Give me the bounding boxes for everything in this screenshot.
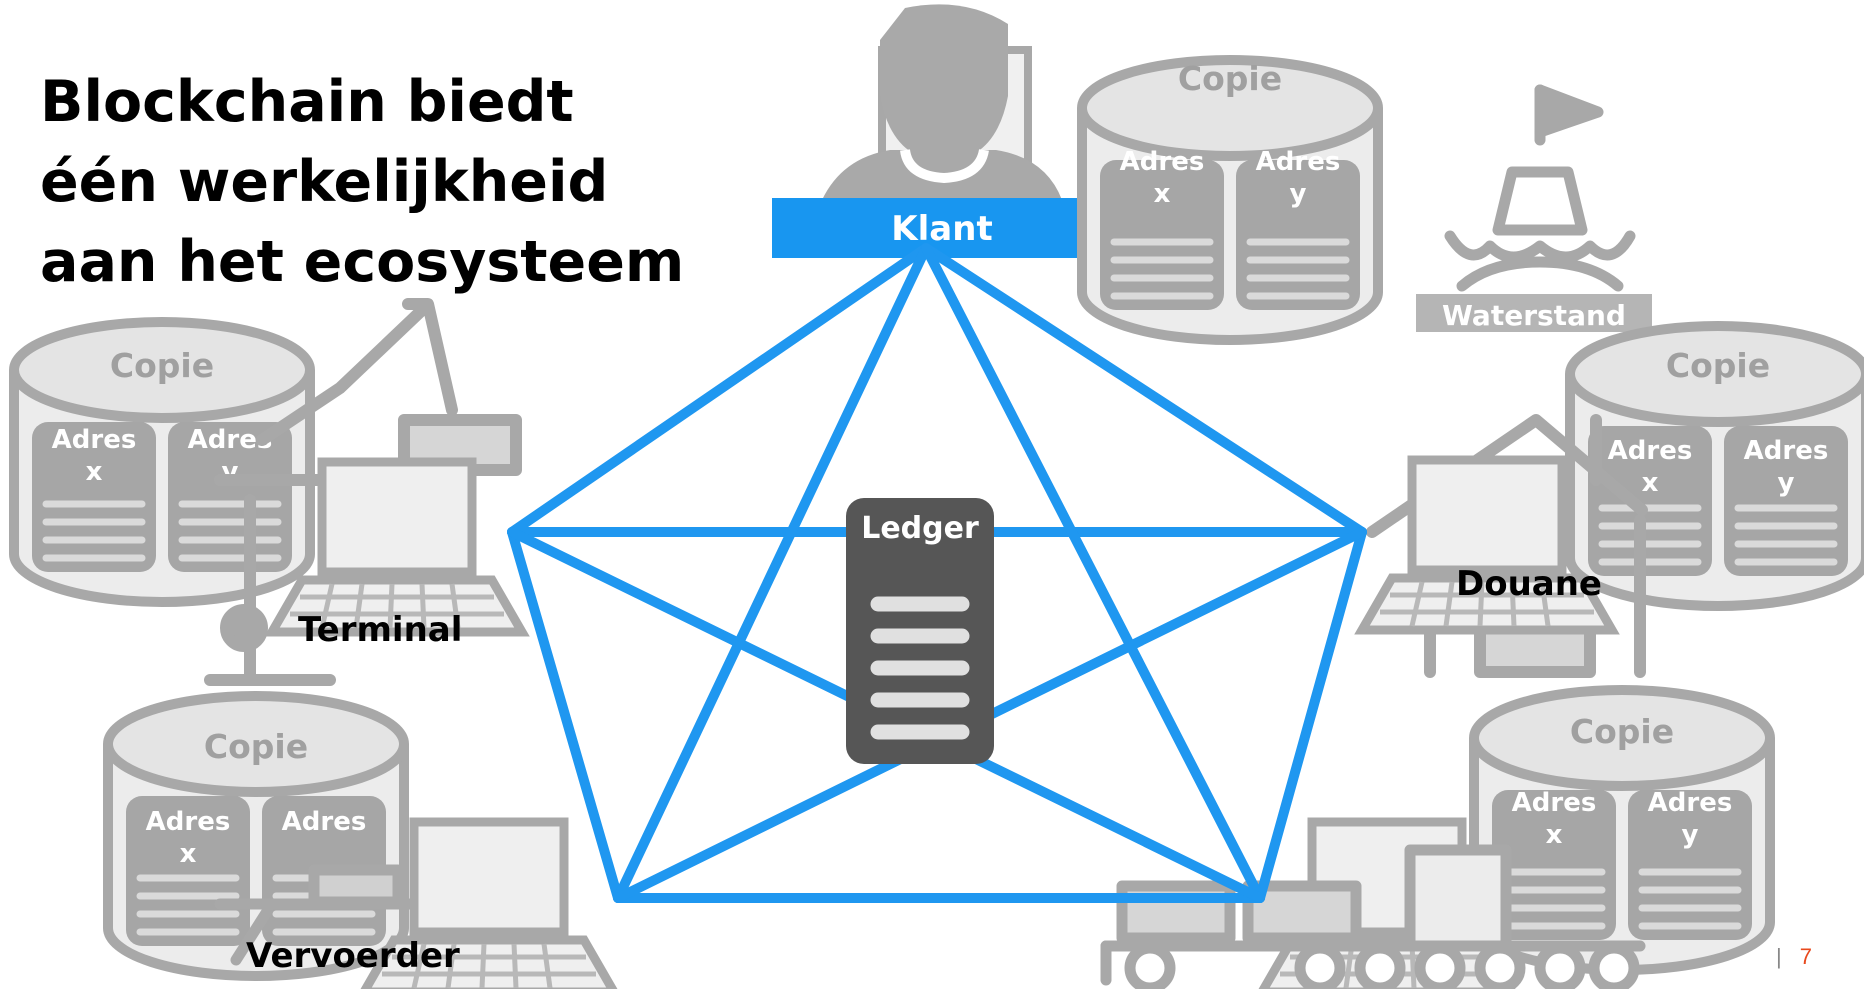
page-separator: |	[1776, 944, 1782, 969]
train-icon	[1100, 844, 1646, 993]
db-cell-x: x	[1546, 820, 1563, 850]
db-cell-label: Adres	[1744, 436, 1829, 466]
waterstand-banner	[1416, 294, 1652, 332]
person-icon	[822, 4, 1062, 200]
vervoerder-label: Vervoerder	[246, 936, 460, 976]
db-cell-x: x	[180, 839, 197, 869]
db-cell-label: Adres	[52, 425, 137, 455]
page-number-value: 7	[1799, 944, 1812, 969]
title-line-1: Blockchain biedt	[40, 69, 574, 135]
page-number: |7	[1776, 944, 1812, 970]
db-cell-x: x	[1642, 468, 1659, 498]
title-line-2: één werkelijkheid	[40, 149, 609, 215]
title-line-3: aan het ecosysteem	[40, 229, 685, 295]
waterstand-label: Waterstand	[1442, 299, 1626, 332]
klant-banner	[772, 198, 1112, 258]
klant-label: Klant	[891, 209, 992, 249]
page-title: Blockchain biedt één werkelijkheid aan h…	[40, 62, 684, 302]
db-cell-y: y	[1290, 179, 1307, 209]
database-icon: Copie Adres x Adres	[108, 696, 404, 976]
db-title: Copie	[1178, 59, 1282, 98]
douane-label: Douane	[1456, 564, 1602, 604]
ledger-icon	[846, 498, 994, 764]
database-icon: Copie Adres x Adres y	[14, 322, 310, 602]
db-cell-label: Adres	[146, 807, 231, 837]
database-icon: Copie Adres x Adres y	[1570, 326, 1864, 606]
db-cell-label: Adres	[282, 807, 367, 837]
db-cell-label: Adres	[1648, 788, 1733, 818]
database-icon: Copie Adres x Adres y	[1082, 59, 1378, 340]
db-cell-label: Adres	[1256, 147, 1341, 177]
db-title: Copie	[110, 346, 214, 385]
db-cell-x: x	[86, 457, 103, 487]
db-cell-y: y	[1778, 468, 1795, 498]
db-cell-label: Adres	[1608, 436, 1693, 466]
db-cell-label: Adres	[1120, 147, 1205, 177]
db-title: Copie	[204, 727, 308, 766]
db-cell-x: x	[1154, 179, 1171, 209]
ledger-label: Ledger	[861, 511, 979, 546]
buoy-icon	[1444, 84, 1636, 292]
db-cell-label: Adres	[1512, 788, 1597, 818]
terminal-label: Terminal	[298, 610, 462, 650]
db-title: Copie	[1570, 712, 1674, 751]
db-title: Copie	[1666, 346, 1770, 385]
database-icon: Copie Adres x Adres y	[1474, 690, 1770, 970]
db-cell-y: y	[1682, 820, 1699, 850]
